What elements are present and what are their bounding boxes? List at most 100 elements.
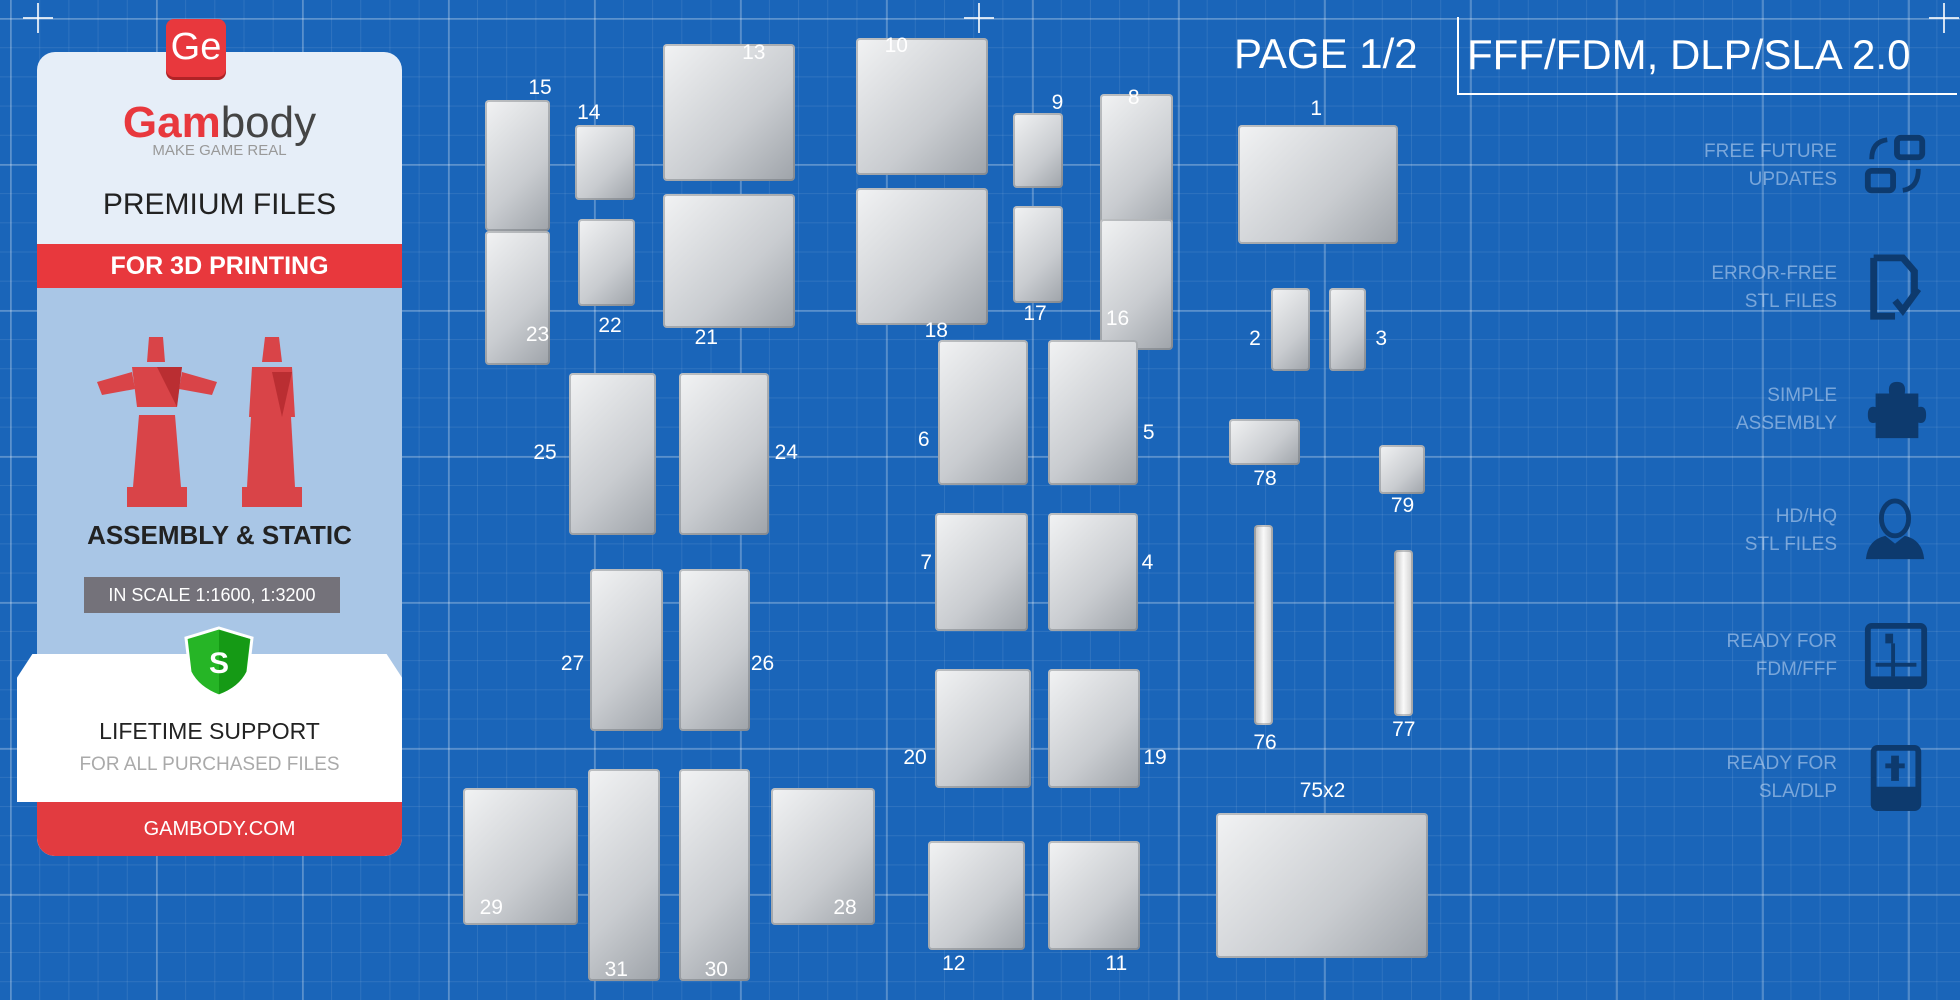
feature-line: FREE FUTURE xyxy=(1704,141,1837,162)
puzzle-icon xyxy=(1867,381,1927,439)
feature-line: UPDATES xyxy=(1748,169,1837,190)
crosshair-mark xyxy=(1929,3,1959,33)
model-part-8 xyxy=(1100,93,1173,232)
part-number-label: 30 xyxy=(704,958,728,981)
model-part-7 xyxy=(935,512,1028,632)
model-part-76 xyxy=(1253,525,1273,725)
part-number-label: 20 xyxy=(903,745,927,769)
feature-text: FREE FUTURE UPDATES xyxy=(1704,138,1837,194)
part-number-label: 5 xyxy=(1142,420,1155,444)
feature-text: READY FOR FDM/FFF xyxy=(1726,628,1837,684)
model-part-5 xyxy=(1047,340,1138,485)
feature-line: STL FILES xyxy=(1744,534,1837,555)
feature-text: ERROR-FREE STL FILES xyxy=(1711,260,1837,316)
lifetime-support-title: LIFETIME SUPPORT xyxy=(99,718,320,744)
model-part-77 xyxy=(1393,550,1413,717)
model-part-24 xyxy=(678,372,769,535)
model-part-78 xyxy=(1228,418,1300,465)
model-part-1 xyxy=(1237,125,1398,244)
part-number-label: 2 xyxy=(1249,326,1261,350)
gambody-logo[interactable]: Gambody xyxy=(37,98,402,148)
model-part-29 xyxy=(462,787,578,925)
model-part-14 xyxy=(575,125,635,200)
part-number-label: 21 xyxy=(694,325,718,349)
model-part-31 xyxy=(587,768,660,982)
part-number-label: 14 xyxy=(577,100,601,124)
scale-badge: IN SCALE 1:1600, 1:3200 xyxy=(84,577,340,613)
bust-icon xyxy=(1865,498,1925,560)
part-number-label: 11 xyxy=(1105,951,1128,975)
formats-title: FFF/FDM, DLP/SLA 2.0 xyxy=(1457,17,1957,95)
model-part-79 xyxy=(1378,445,1425,494)
model-part-27 xyxy=(590,568,663,732)
part-number-label: 8 xyxy=(1127,85,1140,109)
part-number-label: 23 xyxy=(525,323,550,346)
shield-icon: S xyxy=(184,626,254,698)
part-number-label: 10 xyxy=(884,34,908,58)
part-number-label: 1 xyxy=(1310,96,1323,120)
gambody-site-link[interactable]: GAMBODY.COM xyxy=(37,802,402,856)
shield-letter: S xyxy=(209,647,229,680)
model-part-2 xyxy=(1271,287,1310,372)
part-number-label: 79 xyxy=(1390,494,1415,518)
model-part-9 xyxy=(1012,112,1063,188)
part-number-label: 18 xyxy=(924,319,948,343)
model-part-21 xyxy=(662,193,795,328)
part-number-label: 76 xyxy=(1253,730,1277,754)
feature-line: FDM/FFF xyxy=(1755,659,1837,680)
feature-line: STL FILES xyxy=(1744,291,1837,312)
part-number-label: 26 xyxy=(750,651,775,675)
feature-line: SLA/DLP xyxy=(1758,781,1837,802)
model-part-75x2 xyxy=(1216,812,1428,958)
model-part-25 xyxy=(568,372,657,535)
part-number-label: 6 xyxy=(917,428,930,451)
updates-icon xyxy=(1864,134,1926,194)
part-number-label: 24 xyxy=(774,440,798,464)
part-number-label: 78 xyxy=(1253,466,1277,490)
part-number-label: 25 xyxy=(533,440,557,464)
page-indicator: PAGE 1/2 xyxy=(1234,30,1418,77)
gambody-logo-mark: Ge xyxy=(166,19,226,77)
part-number-label: 7 xyxy=(920,550,933,574)
model-part-19 xyxy=(1047,668,1140,788)
model-part-6 xyxy=(937,340,1028,485)
fdm-printer-icon xyxy=(1864,622,1928,690)
part-number-label: 75x2 xyxy=(1299,779,1346,803)
model-part-20 xyxy=(935,668,1032,788)
model-part-13 xyxy=(662,43,795,182)
part-number-label: 12 xyxy=(942,951,966,975)
model-part-12 xyxy=(927,841,1025,950)
feature-text: READY FOR SLA/DLP xyxy=(1726,750,1837,806)
feature-line: READY FOR xyxy=(1726,753,1837,774)
part-number-label: 29 xyxy=(479,895,503,919)
model-part-30 xyxy=(678,768,750,982)
model-part-28 xyxy=(771,787,875,925)
part-number-label: 77 xyxy=(1392,718,1416,741)
part-number-label: 9 xyxy=(1051,90,1064,114)
for-3d-printing-band: FOR 3D PRINTING xyxy=(37,244,402,288)
model-part-23 xyxy=(485,231,550,365)
part-number-label: 16 xyxy=(1105,306,1130,330)
feature-line: READY FOR xyxy=(1726,631,1837,652)
part-number-label: 4 xyxy=(1141,550,1154,574)
feature-line: SIMPLE xyxy=(1767,385,1837,406)
model-part-16 xyxy=(1100,218,1173,350)
figures-illustration xyxy=(97,337,302,507)
file-check-icon xyxy=(1870,254,1922,320)
part-number-label: 19 xyxy=(1143,745,1167,769)
model-part-15 xyxy=(485,100,550,232)
model-part-3 xyxy=(1328,287,1367,372)
part-number-label: 15 xyxy=(528,75,552,99)
logo-red-text: Gam xyxy=(122,98,221,147)
feature-line: ERROR-FREE xyxy=(1711,263,1837,284)
model-part-11 xyxy=(1047,841,1140,950)
assembly-static-heading: ASSEMBLY & STATIC xyxy=(87,520,352,550)
model-part-22 xyxy=(577,218,635,307)
tagline: MAKE GAME REAL xyxy=(152,142,287,159)
model-part-4 xyxy=(1047,512,1138,632)
logo-dark-text: body xyxy=(220,98,317,147)
part-number-label: 13 xyxy=(742,40,766,64)
model-part-18 xyxy=(856,187,988,325)
part-number-label: 22 xyxy=(598,314,622,338)
